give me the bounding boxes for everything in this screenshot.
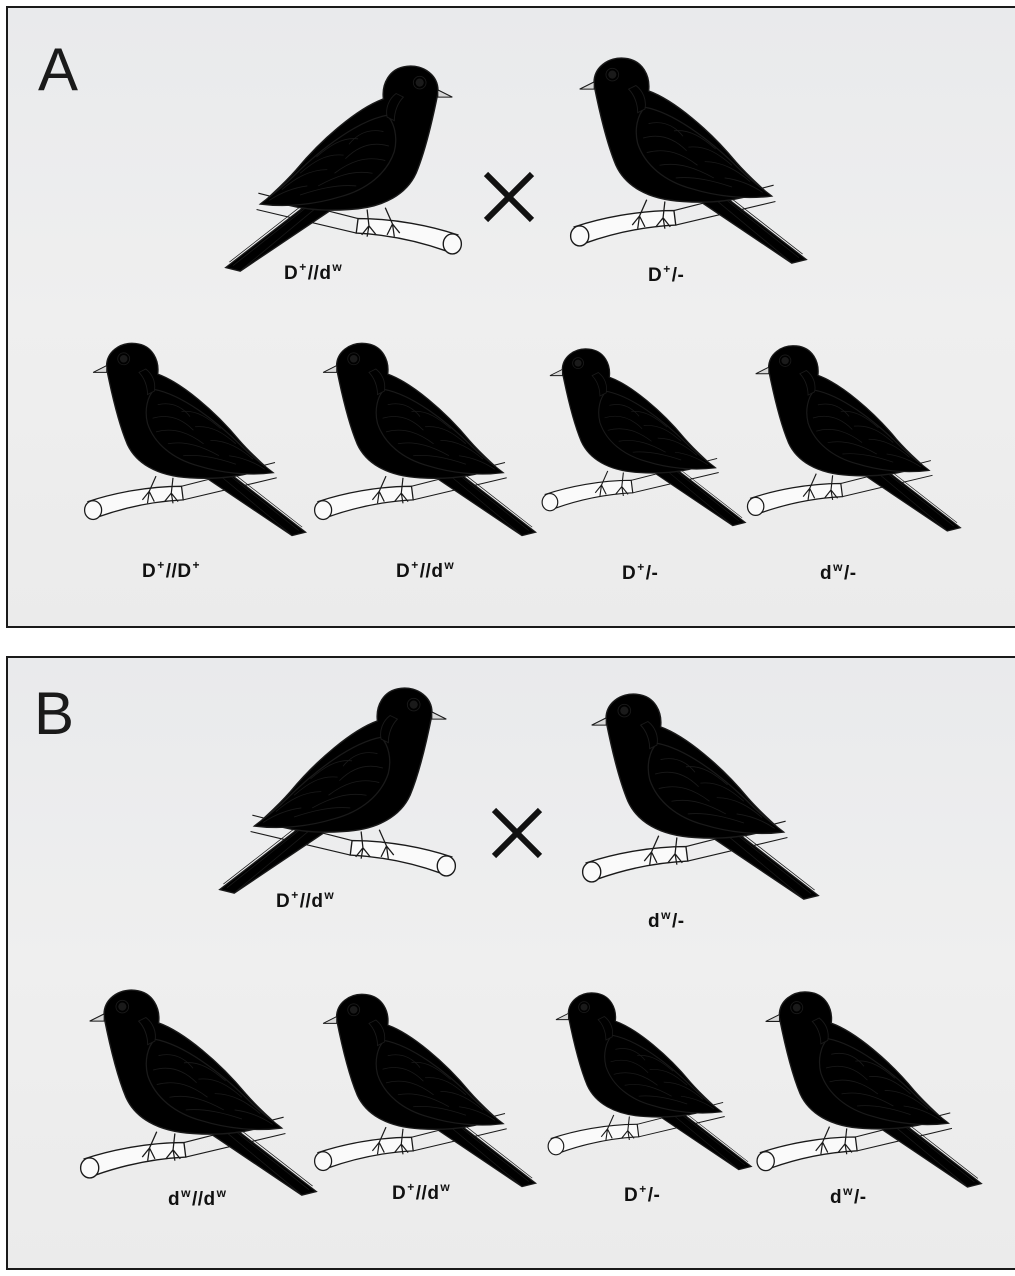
panel-a: A D+//dw D+/- D+//D+ D+//dw D+/- dw/-: [6, 6, 1015, 628]
genotype-label: D+/-: [624, 1182, 662, 1207]
cross-icon: [490, 806, 544, 860]
parent-male-dove: [198, 678, 488, 898]
genotype-label: dw/-: [648, 908, 687, 933]
genotype-label: D+/-: [648, 262, 686, 287]
genotype-label: D+//D+: [142, 558, 201, 583]
cross-icon: [482, 170, 536, 224]
genotype-label: D+/-: [622, 560, 660, 585]
genotype-label: dw/-: [830, 1184, 869, 1209]
genotype-label: D+//dw: [392, 1180, 451, 1205]
parent-female-dove: [550, 684, 840, 904]
parent-male-dove: [204, 56, 494, 276]
genotype-label: D+//dw: [284, 260, 343, 285]
genotype-label: dw//dw: [168, 1186, 227, 1211]
offspring-dove: [284, 976, 556, 1200]
parent-female-dove: [538, 48, 828, 268]
offspring-dove: [718, 328, 980, 544]
genotype-label: D+//dw: [396, 558, 455, 583]
panel-letter: B: [34, 684, 74, 744]
offspring-dove: [726, 976, 1002, 1198]
panel-b: B D+//dw dw/- dw//dw D+//dw D+/- dw/-: [6, 656, 1015, 1270]
genotype-label: dw/-: [820, 560, 859, 585]
panel-letter: A: [38, 40, 78, 100]
genotype-label: D+//dw: [276, 888, 335, 913]
